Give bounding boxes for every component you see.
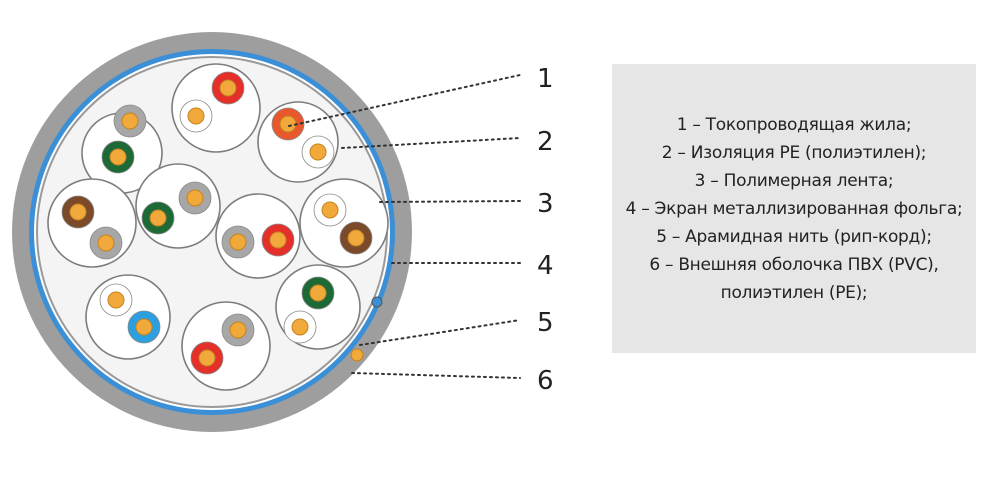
conductor [97, 234, 115, 252]
ripcord-yarn-small [371, 296, 383, 308]
callout-4: 4 [537, 251, 554, 281]
conductor [107, 291, 125, 309]
callout-5: 5 [537, 308, 554, 338]
conductor [269, 231, 287, 249]
legend-item-5: 5 – Арамидная нить (рип-корд); [656, 226, 932, 247]
conductor [229, 233, 247, 251]
legend-item-2: 2 – Изоляция PE (полиэтилен); [661, 142, 927, 163]
conductor [135, 318, 153, 336]
conductor [219, 79, 237, 97]
leader-line-5 [359, 319, 521, 346]
ripcord-yarn [350, 348, 364, 362]
conductor [69, 203, 87, 221]
conductor [121, 112, 139, 130]
conductor [309, 284, 327, 302]
conductor [347, 229, 365, 247]
conductor [291, 318, 309, 336]
pair-tape [299, 178, 389, 268]
legend-item-6-continued: полиэтилен (PE); [720, 282, 868, 303]
leader-line-3 [379, 200, 521, 203]
pair-tape [181, 301, 271, 391]
callout-6: 6 [537, 366, 554, 396]
legend-item-4: 4 – Экран металлизированная фольга; [625, 198, 963, 219]
conductor [149, 209, 167, 227]
callout-3: 3 [537, 189, 554, 219]
pair-tape [47, 178, 137, 268]
conductor [198, 349, 216, 367]
conductor [321, 201, 339, 219]
leader-line-6 [351, 372, 521, 379]
leader-line-2 [341, 137, 521, 149]
legend-box: 1 – Токопроводящая жила; 2 – Изоляция PE… [612, 64, 976, 353]
conductor [229, 321, 247, 339]
pair-tape [85, 274, 171, 360]
conductor [187, 107, 205, 125]
legend-item-6: 6 – Внешняя оболочка ПВХ (PVC), [649, 254, 939, 275]
callout-2: 2 [537, 127, 554, 157]
callout-1: 1 [537, 64, 554, 94]
conductor [309, 143, 327, 161]
conductor [279, 115, 297, 133]
legend-item-3: 3 – Полимерная лента; [694, 170, 894, 191]
conductor [186, 189, 204, 207]
legend-item-1: 1 – Токопроводящая жила; [676, 114, 912, 135]
twisted-pairs-group [47, 63, 389, 391]
leader-line-1 [288, 74, 521, 127]
conductor [109, 148, 127, 166]
